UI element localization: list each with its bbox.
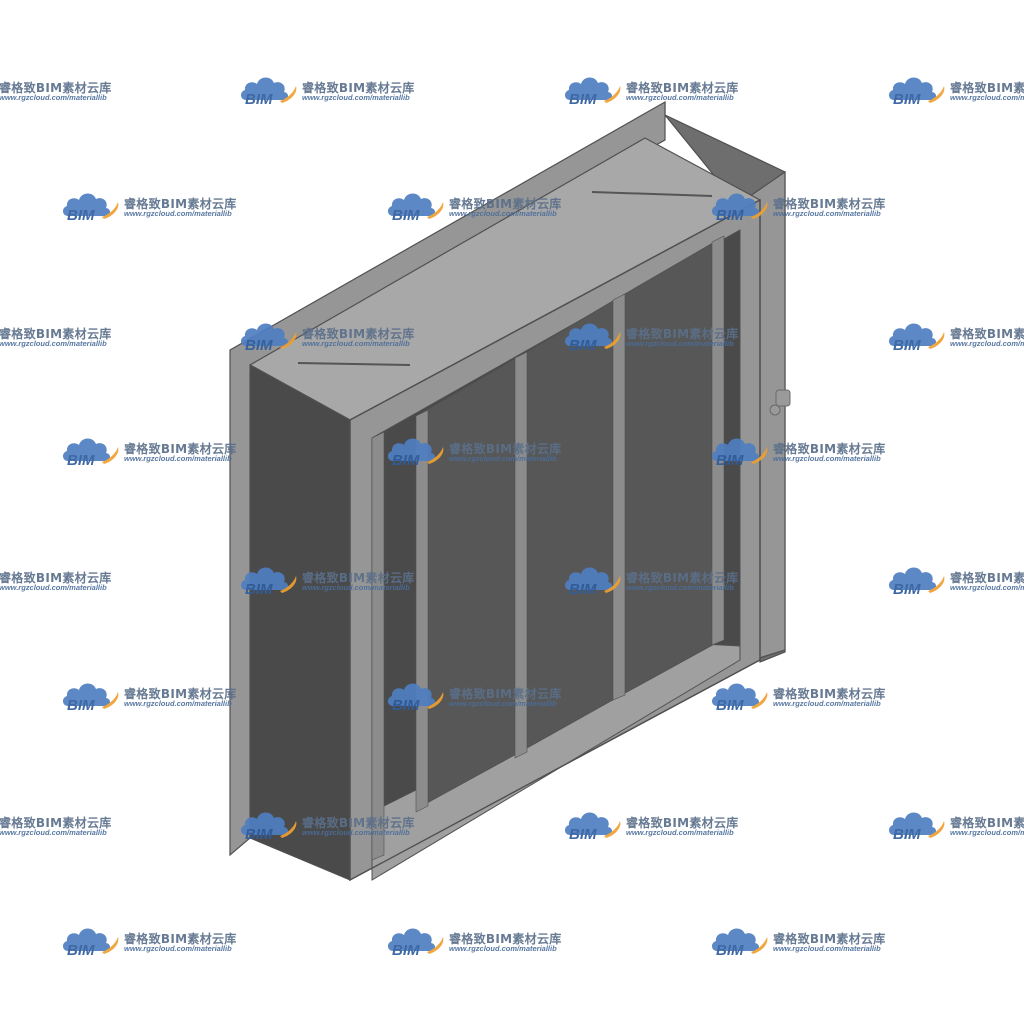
blade — [417, 355, 521, 809]
blade-edge — [711, 235, 725, 646]
box-outline — [349, 200, 761, 882]
actuator-shaft — [775, 389, 791, 407]
blades — [371, 235, 725, 861]
blade — [519, 297, 619, 753]
top-slot — [297, 362, 411, 366]
blade-edge — [612, 293, 626, 701]
top-slot — [591, 191, 713, 197]
blade-edge — [415, 409, 429, 813]
blade-edge — [371, 431, 385, 861]
blade-edge — [514, 351, 528, 759]
left-side-wall — [249, 364, 351, 881]
blade — [617, 239, 719, 698]
actuator-shaft-end — [769, 404, 781, 416]
